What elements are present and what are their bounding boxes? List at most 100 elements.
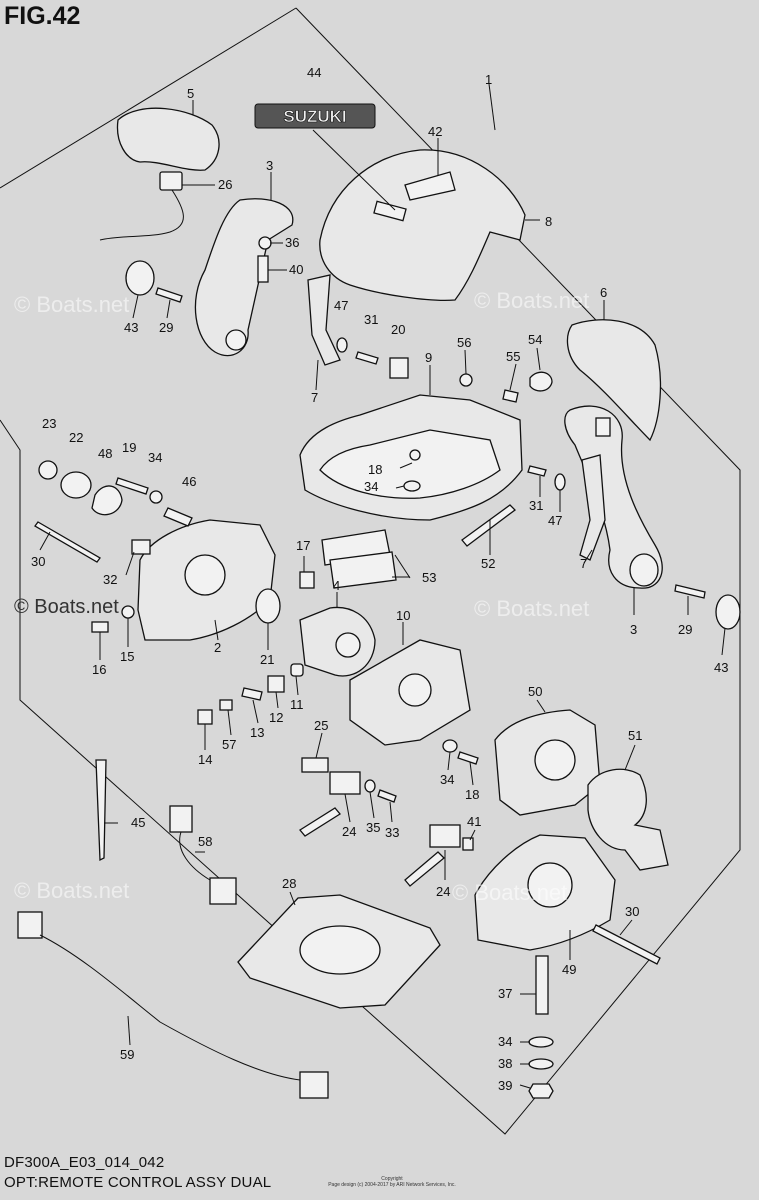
part-16-screw: [91, 621, 109, 633]
part-7-bracket-left: [307, 274, 341, 366]
part-59-connector-right: [299, 1071, 329, 1099]
callout-59: 59: [120, 1047, 134, 1062]
callout-54: 54: [528, 332, 542, 347]
callout-43: 43: [714, 660, 728, 675]
part-47-washer-a: [336, 337, 348, 353]
callout-49: 49: [562, 962, 576, 977]
copyright-line-2: Page design (c) 2004-2017 by ARI Network…: [328, 1182, 456, 1188]
part-35-washer: [364, 779, 376, 793]
part-24-sensor-a-probe: [299, 807, 341, 837]
part-31-screw-a: [355, 351, 379, 365]
callout-21: 21: [260, 652, 274, 667]
callout-10: 10: [396, 608, 410, 623]
callout-56: 56: [457, 335, 471, 350]
callout-18: 18: [368, 462, 382, 477]
callout-17: 17: [296, 538, 310, 553]
part-24-sensor-b-probe: [404, 851, 445, 887]
part-34-washer-d: [528, 1036, 554, 1048]
part-18-screw-b: [457, 751, 479, 765]
part-40-bolt: [257, 255, 269, 283]
callout-55: 55: [506, 349, 520, 364]
callout-31: 31: [364, 312, 378, 327]
callout-48: 48: [98, 446, 112, 461]
callout-16: 16: [92, 662, 106, 677]
assembly-frame: [0, 7, 741, 1135]
callout-31: 31: [529, 498, 543, 513]
part-47-washer-b: [554, 473, 566, 491]
part-49-bore: [527, 862, 573, 908]
callout-4: 4: [333, 578, 340, 593]
part-42-gate-label: [373, 200, 407, 222]
part-14-nut: [197, 709, 213, 725]
part-41-clip: [462, 837, 474, 851]
part-57-spring: [219, 699, 233, 711]
callout-23: 23: [42, 416, 56, 431]
part-3-right-hub: [629, 553, 659, 587]
part-38-washer: [528, 1058, 554, 1070]
part-26-switch: [159, 171, 183, 191]
callout-42: 42: [428, 124, 442, 139]
callout-57: 57: [222, 737, 236, 752]
part-32-clip: [131, 539, 151, 555]
callout-38: 38: [498, 1056, 512, 1071]
copyright-line-1: Copyright: [381, 1176, 403, 1182]
callout-30: 30: [625, 904, 639, 919]
callout-52: 52: [481, 556, 495, 571]
part-1-top-cover: [319, 149, 526, 301]
figure-description: OPT:REMOTE CONTROL ASSY DUAL: [4, 1174, 272, 1191]
callout-13: 13: [250, 725, 264, 740]
part-43-seal-right: [715, 594, 741, 630]
callout-40: 40: [289, 262, 303, 277]
callout-3: 3: [630, 622, 637, 637]
watermark-6: © Boats.net: [452, 880, 568, 905]
callout-7: 7: [580, 556, 587, 571]
callout-41: 41: [467, 814, 481, 829]
callout-35: 35: [366, 820, 380, 835]
part-33-screw: [377, 789, 397, 803]
callout-1: 1: [485, 72, 492, 87]
callout-44: 44: [307, 65, 321, 80]
part-59-connector-left: [17, 911, 43, 939]
callout-20: 20: [391, 322, 405, 337]
part-29-screw-left: [155, 287, 183, 303]
suzuki-logo: SUZUKI: [283, 107, 346, 126]
callout-15: 15: [120, 649, 134, 664]
part-43-seal-left: [125, 260, 155, 296]
callout-33: 33: [385, 825, 399, 840]
part-54-clip: [529, 371, 553, 392]
part-28-gasket-hole: [299, 925, 381, 975]
callout-47: 47: [334, 298, 348, 313]
part-10-bore: [398, 673, 432, 707]
callout-8: 8: [545, 214, 552, 229]
callout-53: 53: [422, 570, 436, 585]
part-31-screw-b: [527, 465, 547, 477]
callout-30: 30: [31, 554, 45, 569]
part-44-logo-plate: [254, 103, 376, 129]
part-30-bolt-right: [592, 924, 661, 965]
callout-leaders: [39, 83, 726, 1089]
watermark-3: © Boats.net: [14, 596, 119, 618]
callout-29: 29: [678, 622, 692, 637]
callout-34: 34: [440, 772, 454, 787]
callout-28: 28: [282, 876, 296, 891]
callout-18: 18: [465, 787, 479, 802]
watermark-5: © Boats.net: [14, 878, 130, 903]
callout-47: 47: [548, 513, 562, 528]
callout-46: 46: [182, 474, 196, 489]
callout-51: 51: [628, 728, 642, 743]
watermark-2: © Boats.net: [474, 288, 590, 313]
part-39-nut: [528, 1083, 554, 1099]
part-34-washer-c: [442, 739, 458, 753]
part-18-screw-a: [409, 449, 421, 461]
callout-39: 39: [498, 1078, 512, 1093]
callout-7: 7: [311, 390, 318, 405]
callout-36: 36: [285, 235, 299, 250]
part-50-bore: [534, 739, 576, 781]
part-30-bolt-left: [34, 521, 101, 563]
frame-edge: [0, 7, 297, 189]
part-5-grip-cover: [116, 107, 220, 171]
copyright-notice: Copyright Page design (c) 2004-2017 by A…: [312, 1176, 472, 1188]
part-3-spline: [225, 329, 247, 351]
part-48-plate: [91, 485, 123, 516]
